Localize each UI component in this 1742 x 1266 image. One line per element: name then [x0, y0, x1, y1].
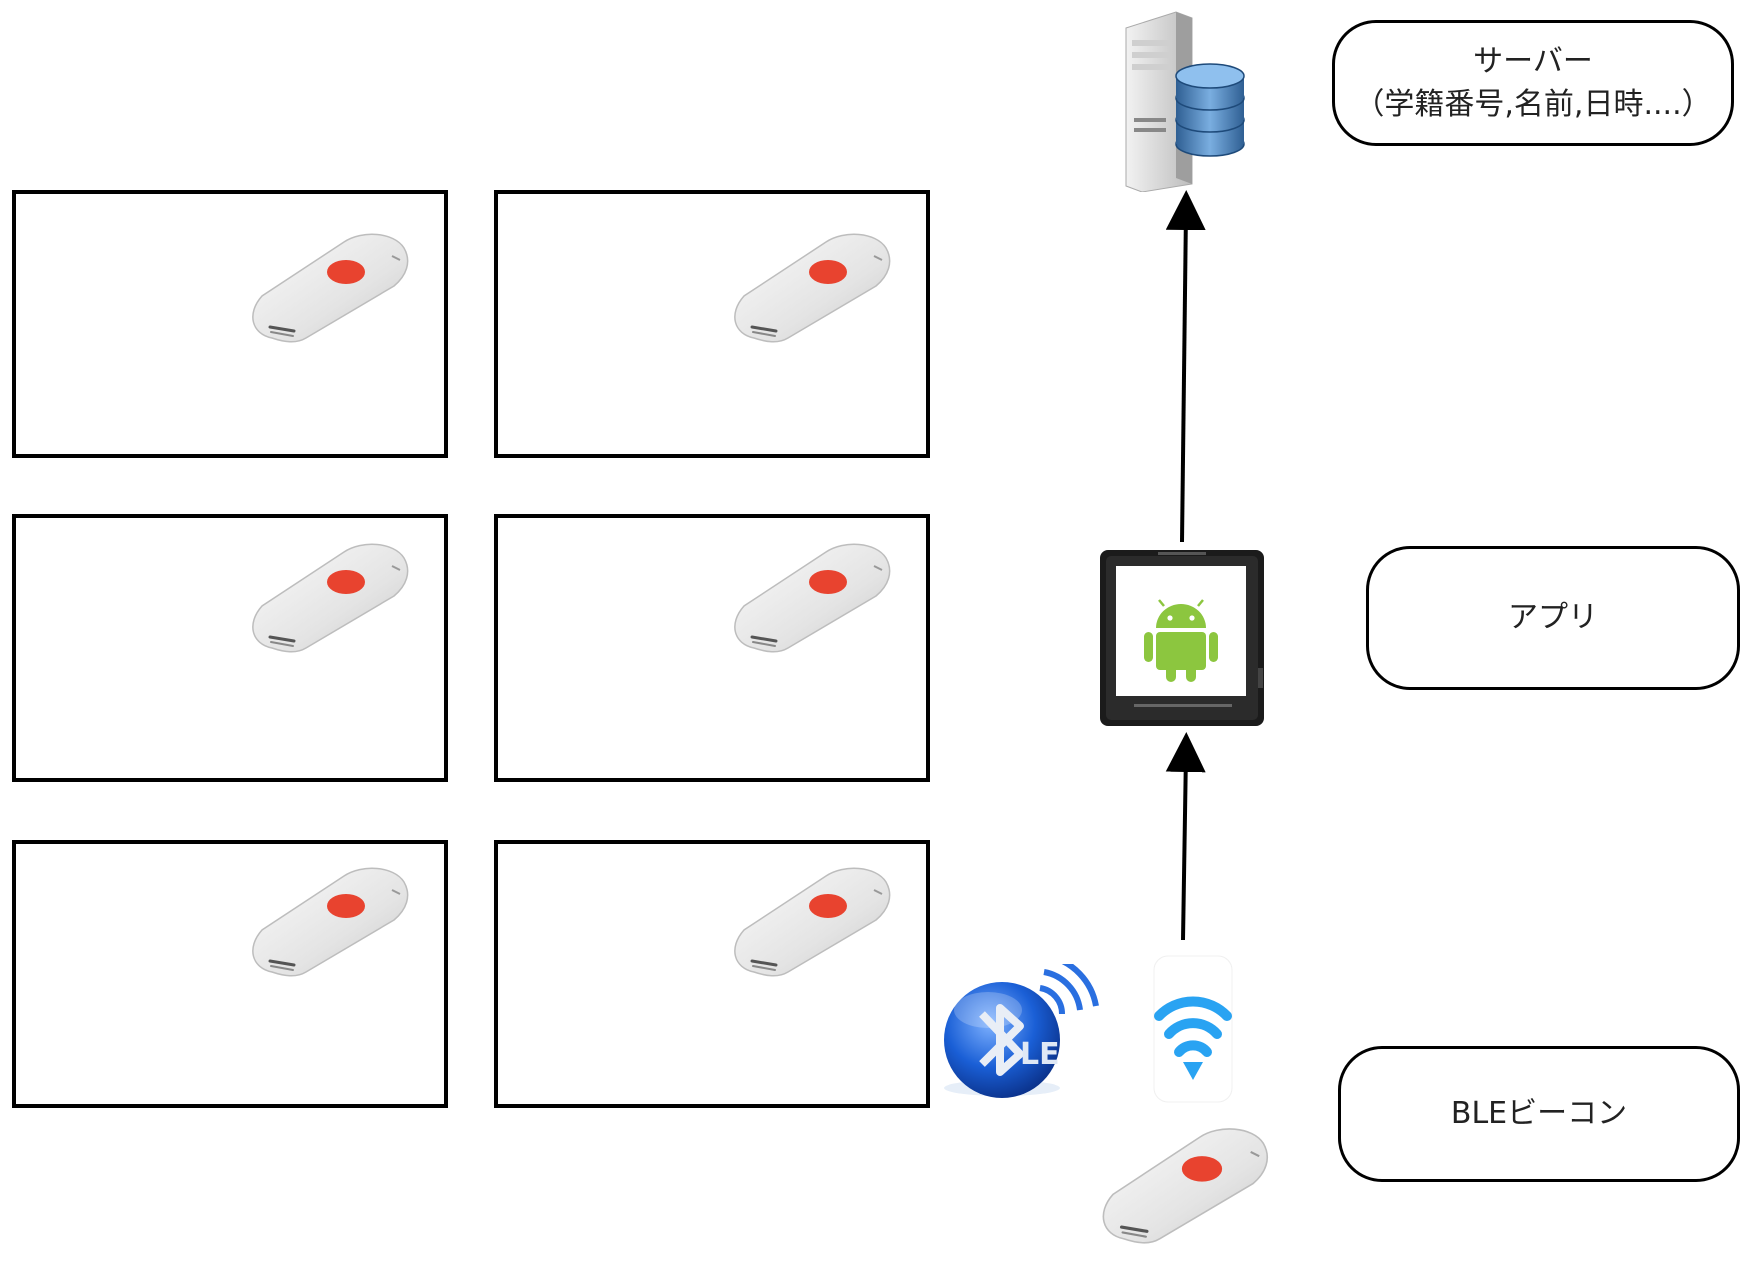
android-tablet-icon [1100, 550, 1264, 726]
beacon-label-box: BLEビーコン [1338, 1046, 1740, 1182]
server-data-fields: （学籍番号,名前,日時....） [1354, 87, 1712, 122]
classroom-room-3 [12, 514, 448, 782]
app-label-box: アプリ [1366, 546, 1740, 690]
beacon-label: BLEビーコン [1450, 1096, 1628, 1132]
classroom-room-6 [494, 840, 930, 1108]
arrow-app-to-server [1165, 190, 1206, 543]
arrow-beacon-to-app [1165, 732, 1206, 941]
ble-logo-text: LE [1020, 1037, 1060, 1072]
wireless-signal-icon [1153, 955, 1233, 1103]
ble-beacon-icon [1101, 1127, 1269, 1245]
classroom-room-4 [494, 514, 930, 782]
classroom-room-5 [12, 840, 448, 1108]
server-database-icon [1125, 11, 1245, 192]
server-label-box: サーバー （学籍番号,名前,日時....） [1332, 20, 1734, 146]
classroom-room-1 [12, 190, 448, 458]
classroom-room-2 [494, 190, 930, 458]
server-label: サーバー [1473, 43, 1593, 79]
app-label: アプリ [1508, 600, 1598, 636]
bluetooth-le-icon: LE [944, 964, 1099, 1098]
